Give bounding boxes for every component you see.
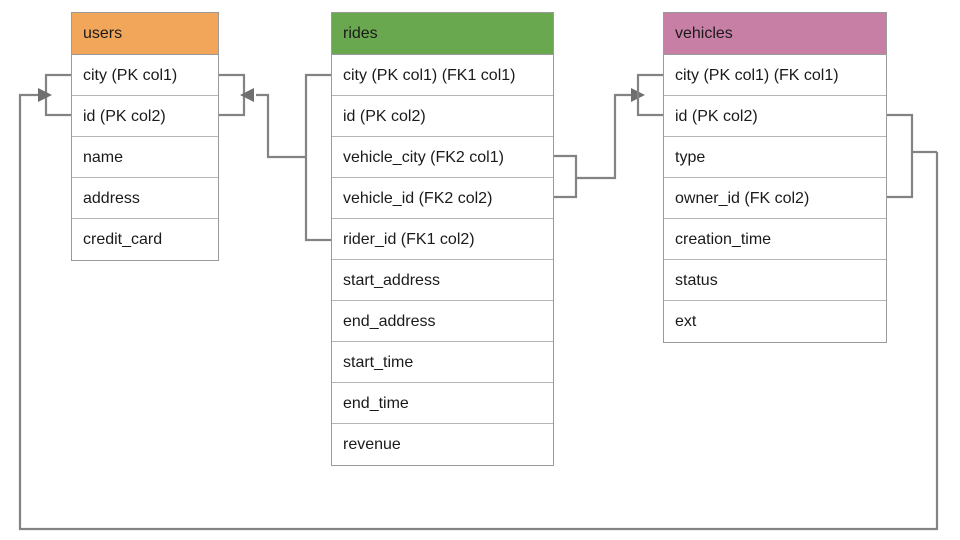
- rides-vehicle-to-vehicles-wire: [576, 93, 633, 180]
- table-users-column-city: city (PK col1): [72, 55, 218, 96]
- table-rides-column-start-time: start_time: [332, 342, 553, 383]
- table-vehicles-column-status: status: [664, 260, 886, 301]
- table-rides-column-city: city (PK col1) (FK1 col1): [332, 55, 553, 96]
- vehicles-right-bracket: [887, 113, 914, 199]
- table-users-column-address: address: [72, 178, 218, 219]
- table-rides-column-id: id (PK col2): [332, 96, 553, 137]
- table-vehicles-column-ext: ext: [675, 313, 697, 330]
- table-rides-column-vehicle-id: vehicle_id (FK2 col2): [332, 178, 553, 219]
- table-vehicles-column-type: type: [664, 137, 886, 178]
- table-rides-column-revenue: revenue: [343, 436, 401, 453]
- rides-left-bracket: [304, 73, 331, 242]
- table-rides-column-end-address: end_address: [332, 301, 553, 342]
- table-users-column-name: name: [72, 137, 218, 178]
- table-rides-header: rides: [332, 13, 553, 55]
- table-users-column-id: id (PK col2): [72, 96, 218, 137]
- table-vehicles-column-id: id (PK col2): [664, 96, 886, 137]
- rides-right-bracket: [554, 154, 578, 199]
- table-rides-column-end-time: end_time: [332, 383, 553, 424]
- users-right-bracket: [219, 73, 246, 117]
- vehicles-left-bracket: [636, 73, 663, 117]
- table-users-header: users: [72, 13, 218, 55]
- table-rides[interactable]: rides city (PK col1) (FK1 col1) id (PK c…: [331, 12, 554, 466]
- rides-rider-to-users-wire: [256, 93, 306, 159]
- table-users-column-credit-card: credit_card: [83, 231, 163, 248]
- users-left-bracket: [44, 73, 71, 117]
- table-rides-column-rider-id: rider_id (FK1 col2): [332, 219, 553, 260]
- table-vehicles-column-city: city (PK col1) (FK col1): [664, 55, 886, 96]
- table-vehicles[interactable]: vehicles city (PK col1) (FK col1) id (PK…: [663, 12, 887, 343]
- arrow-into-users-right: [240, 88, 254, 102]
- table-rides-column-vehicle-city: vehicle_city (FK2 col1): [332, 137, 553, 178]
- table-users[interactable]: users city (PK col1) id (PK col2) name a…: [71, 12, 219, 261]
- arrow-into-vehicles-left: [631, 88, 645, 102]
- table-vehicles-header: vehicles: [664, 13, 886, 55]
- table-vehicles-column-owner-id: owner_id (FK col2): [664, 178, 886, 219]
- table-vehicles-column-creation-time: creation_time: [664, 219, 886, 260]
- table-rides-column-start-address: start_address: [332, 260, 553, 301]
- arrow-into-users-left: [38, 88, 52, 102]
